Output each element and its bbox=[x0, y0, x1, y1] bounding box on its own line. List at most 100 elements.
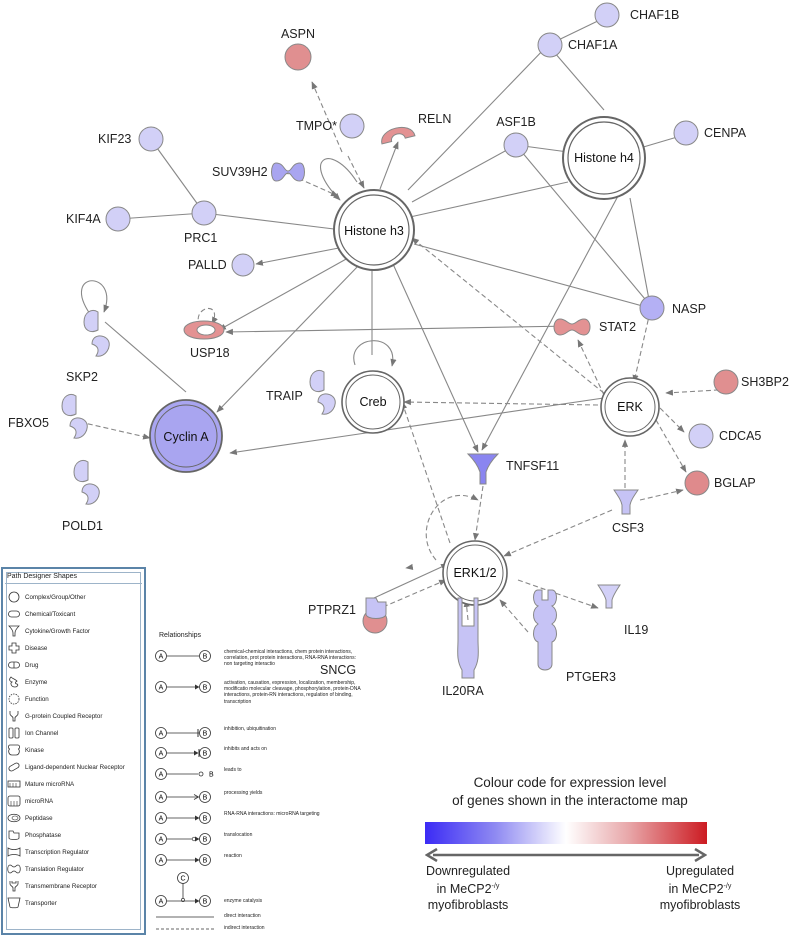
node-fbxo5[interactable]: FBXO5 bbox=[8, 393, 88, 439]
label-chaf1a: CHAF1A bbox=[568, 38, 618, 52]
node-csf3[interactable]: CSF3 bbox=[612, 489, 644, 535]
downregulated-caption: Downregulated in MeCP2-/y myofibroblasts bbox=[418, 863, 518, 913]
legend-row-ion-channel: Ion Channel bbox=[7, 726, 58, 740]
node-cyclin-a[interactable]: Cyclin A bbox=[149, 399, 223, 473]
edge-h3-reln bbox=[379, 141, 399, 190]
down-line1: Downregulated bbox=[425, 864, 511, 878]
label-histone-h3: Histone h3 bbox=[344, 224, 404, 238]
node-creb[interactable]: Creb bbox=[341, 370, 405, 434]
legend-label: Mature microRNA bbox=[25, 780, 75, 788]
node-ptger3[interactable]: PTGER3 bbox=[533, 589, 617, 684]
legend-row-enzyme: Enzyme bbox=[7, 675, 47, 689]
node-kif23[interactable]: KIF23 bbox=[98, 126, 164, 152]
edge-kif23-prc1 bbox=[151, 140, 205, 214]
edge-erk12-self bbox=[425, 494, 479, 561]
legend-label: Ion Channel bbox=[25, 729, 59, 737]
node-histone-h4[interactable]: Histone h4 bbox=[562, 116, 646, 200]
legend-row-function: Function bbox=[7, 692, 49, 706]
label-kif4a: KIF4A bbox=[66, 212, 101, 226]
edge-erk12-il19 bbox=[517, 579, 599, 609]
edge-sh3bp2-erk bbox=[665, 389, 719, 396]
node-b-letter: B bbox=[203, 858, 208, 865]
label-reln: RELN bbox=[418, 112, 451, 126]
label-tnfsf11: TNFSF11 bbox=[506, 459, 559, 473]
rel-text: RNA-RNA interactions: microRNA targeting bbox=[224, 811, 320, 817]
edge-csf3-erk12 bbox=[503, 509, 613, 557]
node-traip[interactable]: TRAIP bbox=[266, 369, 336, 415]
node-chaf1b[interactable]: CHAF1B bbox=[594, 2, 679, 28]
node-a-letter: A bbox=[159, 772, 164, 779]
node-sh3bp2[interactable]: SH3BP2 bbox=[713, 369, 789, 395]
edge-csf3-bglap bbox=[639, 488, 684, 501]
node-il19[interactable]: IL19 bbox=[597, 584, 648, 637]
legend-row-kinase: Kinase bbox=[7, 743, 44, 757]
edge-chaf1a-h4 bbox=[547, 44, 605, 111]
rounded-rect-icon bbox=[8, 610, 20, 618]
label-cenpa: CENPA bbox=[704, 126, 747, 140]
shape-legend: Path Designer Shapes Complex/Group/Other… bbox=[1, 567, 146, 935]
node-b-letter: B bbox=[203, 837, 208, 844]
label-palld: PALLD bbox=[188, 258, 227, 272]
label-kif23: KIF23 bbox=[98, 132, 131, 146]
node-kif4a[interactable]: KIF4A bbox=[66, 206, 131, 232]
edge-h3-nasp bbox=[413, 243, 651, 309]
node-palld[interactable]: PALLD bbox=[188, 253, 255, 277]
node-tnfsf11[interactable]: TNFSF11 bbox=[466, 453, 559, 485]
edge-ptprz1-erk12 bbox=[382, 579, 447, 608]
node-reln[interactable]: RELN bbox=[379, 112, 451, 145]
label-tmpo: TMPO* bbox=[296, 119, 337, 133]
edge-h4-tnfsf11 bbox=[481, 195, 619, 451]
node-tmpo[interactable]: TMPO* bbox=[296, 113, 365, 139]
node-aspn[interactable]: ASPN bbox=[281, 27, 315, 71]
rel-text: inhibition, ubiquitination bbox=[224, 726, 276, 732]
node-ptprz1[interactable]: PTPRZ1 bbox=[308, 597, 387, 619]
node-suv39h2[interactable]: SUV39H2 bbox=[212, 162, 305, 182]
node-bglap[interactable]: BGLAP bbox=[684, 470, 756, 496]
node-histone-h3[interactable]: Histone h3 bbox=[333, 189, 415, 271]
node-skp2[interactable]: SKP2 bbox=[66, 309, 110, 384]
transcription-regulator-icon bbox=[7, 847, 21, 857]
node-cdca5[interactable]: CDCA5 bbox=[688, 423, 761, 449]
capsule-icon bbox=[8, 661, 20, 669]
node-nasp[interactable]: NASP bbox=[639, 295, 706, 321]
node-erk[interactable]: ERK bbox=[600, 377, 660, 437]
edge-asf1b-nasp bbox=[515, 144, 651, 306]
label-traip: TRAIP bbox=[266, 389, 303, 403]
label-asf1b: ASF1B bbox=[496, 115, 536, 129]
node-usp18[interactable]: USP18 bbox=[183, 320, 230, 360]
node-cenpa[interactable]: CENPA bbox=[673, 120, 747, 146]
shape-legend-title: Path Designer Shapes bbox=[7, 573, 78, 580]
colour-code-title-line2: of genes shown in the interactome map bbox=[452, 793, 688, 808]
edge-nasp-erk bbox=[632, 311, 651, 383]
cytokine-icon bbox=[8, 625, 20, 637]
label-il19: IL19 bbox=[624, 623, 648, 637]
edge-skp2-self bbox=[81, 280, 110, 315]
node-chaf1a[interactable]: CHAF1A bbox=[537, 32, 618, 58]
edge-stat2-usp18 bbox=[225, 325, 573, 335]
label-il20ra: IL20RA bbox=[442, 684, 484, 698]
node-erk12[interactable]: ERK1/2 bbox=[442, 540, 508, 606]
node-il20ra[interactable]: IL20RA bbox=[442, 597, 484, 698]
legend-label: microRNA bbox=[25, 797, 54, 805]
node-prc1[interactable]: PRC1 bbox=[184, 200, 217, 245]
rel-text: direct interaction bbox=[224, 913, 261, 919]
shape-legend-inner bbox=[6, 572, 141, 930]
double-arrow-icon bbox=[425, 848, 707, 862]
legend-row-chemical: Chemical/Toxicant bbox=[7, 607, 75, 621]
edge-erk-cdca5 bbox=[659, 407, 685, 433]
edge-ptger3-erk12 bbox=[499, 599, 529, 633]
direct-arrow-edges bbox=[81, 141, 625, 599]
node-a-letter: A bbox=[159, 731, 164, 738]
node-pold1[interactable]: POLD1 bbox=[62, 459, 103, 533]
node-a-letter: A bbox=[159, 837, 164, 844]
node-asf1b[interactable]: ASF1B bbox=[496, 115, 536, 158]
edge-asf1b-h3 bbox=[411, 144, 517, 203]
label-histone-h4: Histone h4 bbox=[574, 151, 634, 165]
node-stat2[interactable]: STAT2 bbox=[553, 318, 636, 336]
up-line2: in MeCP2 bbox=[668, 882, 724, 897]
indirect-edges bbox=[79, 81, 719, 633]
